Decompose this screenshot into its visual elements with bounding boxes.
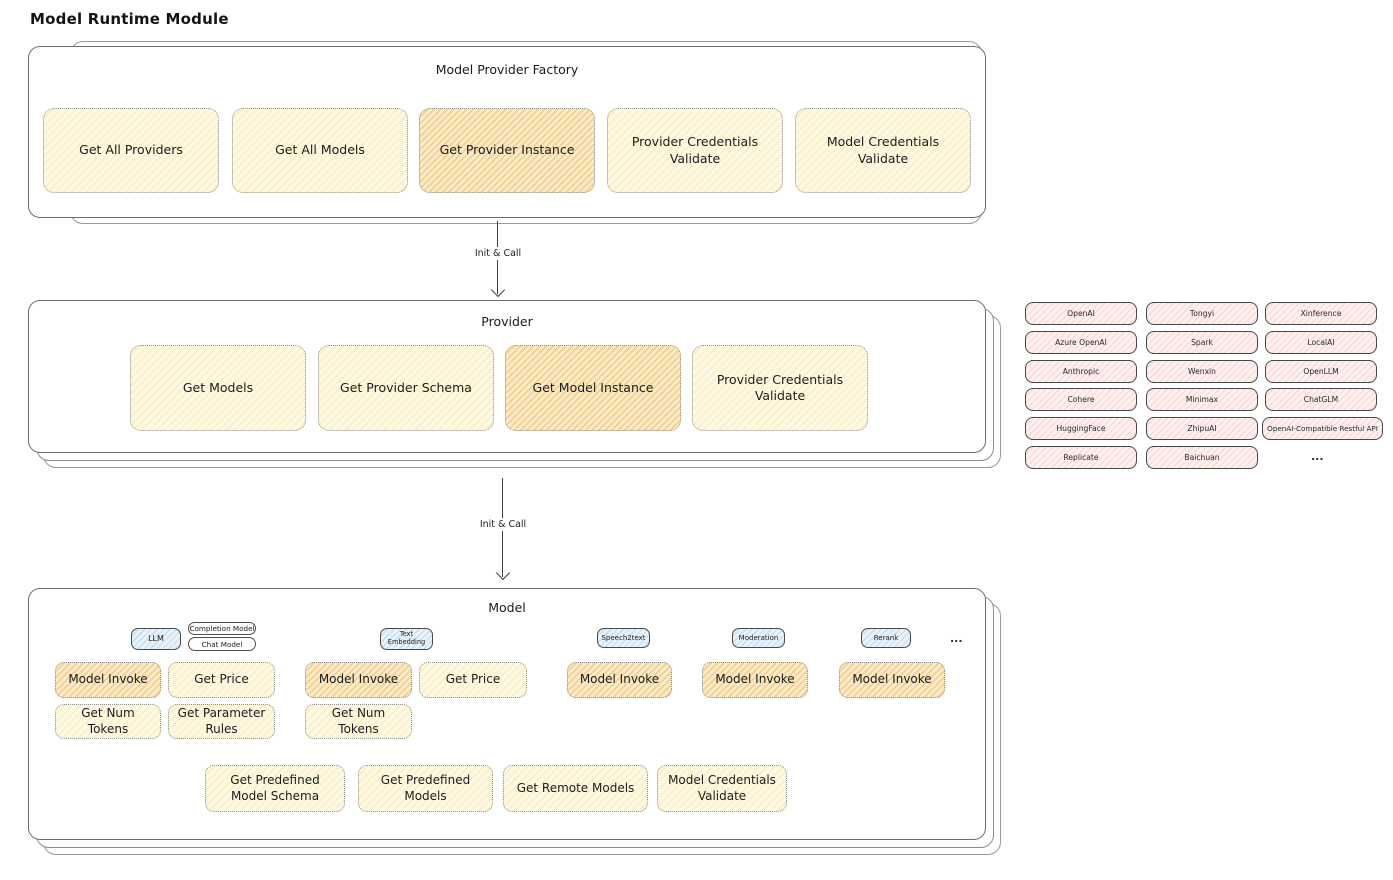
tag-rerank: Rerank <box>861 628 911 648</box>
arrow-label-init-call: Init & Call <box>468 247 528 260</box>
node-get-model-instance: Get Model Instance <box>505 345 681 431</box>
providers-more-ellipsis: ... <box>1311 450 1324 463</box>
node-get-predefined-models: Get Predefined Models <box>358 765 493 812</box>
node-llm-model-invoke: Model Invoke <box>55 662 161 698</box>
arrow-head-icon <box>490 282 506 298</box>
provider-pill-chatglm: ChatGLM <box>1265 388 1377 411</box>
provider-pill-openai-compatible: OpenAI-Compatible Restful API <box>1262 417 1383 440</box>
provider-pill-tongyi: Tongyi <box>1146 302 1258 325</box>
node-get-predefined-model-schema: Get Predefined Model Schema <box>205 765 345 812</box>
tag-completion-model: Completion Model <box>188 622 256 635</box>
provider-pill-openai: OpenAI <box>1025 302 1137 325</box>
provider-pill-spark: Spark <box>1146 331 1258 354</box>
node-model-credentials-validate-2: Model Credentials Validate <box>657 765 787 812</box>
provider-pill-localai: LocalAI <box>1265 331 1377 354</box>
factory-title: Model Provider Factory <box>435 62 579 77</box>
provider-box: Provider Get Models Get Provider Schema … <box>28 300 1001 468</box>
page-title: Model Runtime Module <box>30 10 229 28</box>
provider-pill-cohere: Cohere <box>1025 388 1137 411</box>
node-get-remote-models: Get Remote Models <box>503 765 648 812</box>
node-get-all-models: Get All Models <box>232 108 408 193</box>
provider-pill-minimax: Minimax <box>1146 388 1258 411</box>
provider-pill-azure-openai: Azure OpenAI <box>1025 331 1137 354</box>
node-embedding-get-price: Get Price <box>419 662 527 698</box>
arrow-head-icon <box>495 565 511 581</box>
provider-pill-replicate: Replicate <box>1025 446 1137 469</box>
node-moderation-model-invoke: Model Invoke <box>702 662 808 698</box>
provider-pill-baichuan: Baichuan <box>1146 446 1258 469</box>
tag-text-embedding: Text Embedding <box>380 628 433 650</box>
tags-more-ellipsis: ... <box>950 632 963 645</box>
tag-speech2text: Speech2text <box>597 628 650 648</box>
providers-grid: OpenAI Azure OpenAI Anthropic Cohere Hug… <box>1025 302 1385 470</box>
node-speech2text-model-invoke: Model Invoke <box>567 662 672 698</box>
node-model-credentials-validate: Model Credentials Validate <box>795 108 971 193</box>
tag-moderation: Moderation <box>732 628 785 648</box>
provider-pill-xinference: Xinference <box>1265 302 1377 325</box>
node-embedding-get-num-tokens: Get Num Tokens <box>305 704 412 739</box>
node-rerank-model-invoke: Model Invoke <box>839 662 945 698</box>
model-box: Model LLM Completion Model Chat Model Te… <box>28 588 1001 855</box>
node-provider-credentials-validate-2: Provider Credentials Validate <box>692 345 868 431</box>
provider-pill-openllm: OpenLLM <box>1265 360 1377 383</box>
node-embedding-model-invoke: Model Invoke <box>305 662 412 698</box>
node-provider-credentials-validate: Provider Credentials Validate <box>607 108 783 193</box>
model-provider-factory-box: Model Provider Factory Get All Providers… <box>28 41 986 224</box>
model-title: Model <box>488 600 526 615</box>
node-llm-get-parameter-rules: Get Parameter Rules <box>168 704 275 739</box>
node-get-models: Get Models <box>130 345 306 431</box>
provider-pill-zhipuai: ZhipuAI <box>1146 417 1258 440</box>
tag-llm: LLM <box>131 628 181 650</box>
provider-title: Provider <box>481 314 533 329</box>
node-get-provider-instance: Get Provider Instance <box>419 108 595 193</box>
node-llm-get-price: Get Price <box>168 662 275 698</box>
node-llm-get-num-tokens: Get Num Tokens <box>55 704 161 739</box>
node-get-all-providers: Get All Providers <box>43 108 219 193</box>
arrow-label-init-call-2: Init & Call <box>473 518 533 531</box>
provider-pill-anthropic: Anthropic <box>1025 360 1137 383</box>
node-get-provider-schema: Get Provider Schema <box>318 345 494 431</box>
provider-pill-wenxin: Wenxin <box>1146 360 1258 383</box>
provider-pill-huggingface: HuggingFace <box>1025 417 1137 440</box>
tag-chat-model: Chat Model <box>188 637 256 651</box>
